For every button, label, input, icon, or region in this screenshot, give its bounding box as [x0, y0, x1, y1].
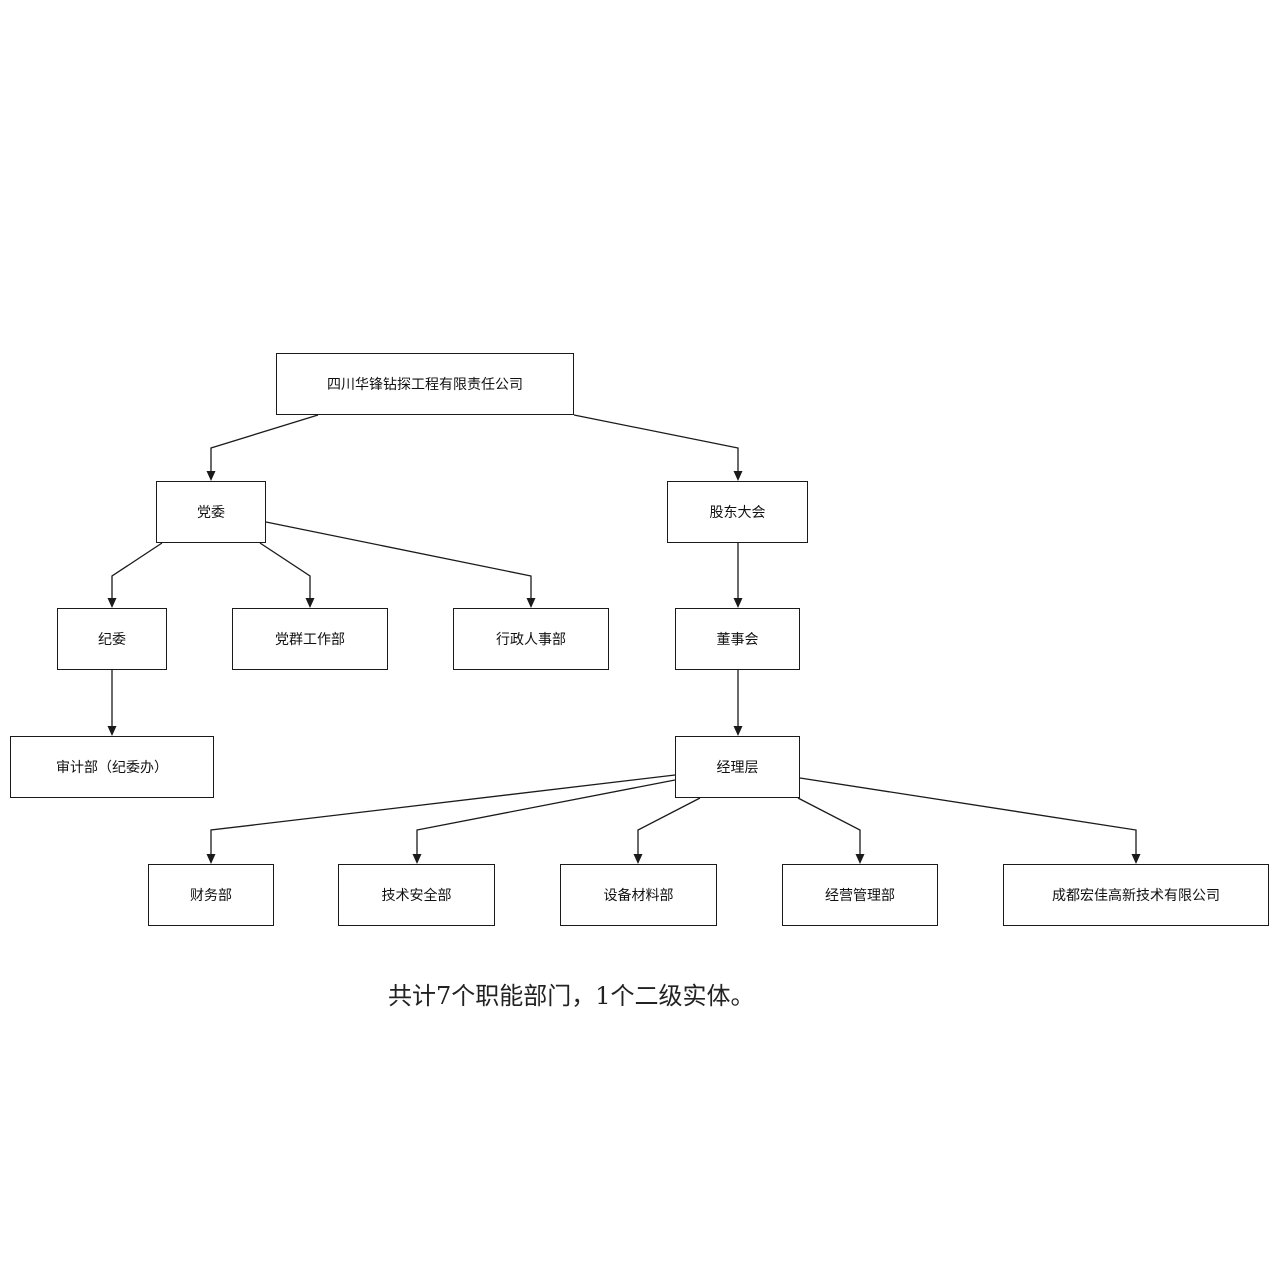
node-tech-safety-dept: 技术安全部 — [338, 864, 495, 926]
connector-management-to-finance_dept — [206, 774, 676, 864]
connector-line — [210, 414, 319, 473]
connector-shareholders_meeting-to-board_of_directors — [733, 543, 743, 608]
node-discipline-committee: 纪委 — [57, 608, 167, 670]
arrowhead-icon — [107, 598, 117, 608]
connector-management-to-operations_mgmt_dept — [797, 797, 865, 864]
connector-company-to-shareholders_meeting — [573, 414, 743, 481]
connector-line — [111, 542, 163, 600]
caption: 共计7个职能部门，1个二级实体。 — [388, 982, 755, 1010]
node-finance-dept: 财务部 — [148, 864, 274, 926]
node-management: 经理层 — [675, 736, 800, 798]
node-party-committee: 党委 — [156, 481, 266, 543]
connector-discipline_committee-to-audit_dept — [107, 670, 117, 736]
node-party-mass-work-dept: 党群工作部 — [232, 608, 388, 670]
connector-party_committee-to-admin_hr_dept — [265, 521, 536, 608]
node-shareholders-meeting: 股东大会 — [667, 481, 808, 543]
connector-line — [637, 797, 701, 856]
connector-management-to-subsidiary — [799, 777, 1141, 864]
node-equipment-materials-dept: 设备材料部 — [560, 864, 717, 926]
connector-line — [797, 797, 861, 856]
arrowhead-icon — [733, 726, 743, 736]
node-admin-hr-dept: 行政人事部 — [453, 608, 609, 670]
node-operations-mgmt-dept: 经营管理部 — [782, 864, 938, 926]
node-board-of-directors: 董事会 — [675, 608, 800, 670]
connector-party_committee-to-party_mass_work_dept — [259, 542, 315, 608]
arrowhead-icon — [206, 854, 216, 864]
arrowhead-icon — [733, 598, 743, 608]
arrowhead-icon — [305, 598, 315, 608]
arrowhead-icon — [107, 726, 117, 736]
connector-party_committee-to-discipline_committee — [107, 542, 163, 608]
arrowhead-icon — [855, 854, 865, 864]
connector-line — [416, 779, 676, 856]
connector-management-to-equipment_materials_dept — [633, 797, 701, 864]
arrowhead-icon — [526, 598, 536, 608]
arrowhead-icon — [633, 854, 643, 864]
node-company: 四川华锋钻探工程有限责任公司 — [276, 353, 574, 415]
connector-line — [259, 542, 311, 600]
arrowhead-icon — [412, 854, 422, 864]
arrowhead-icon — [733, 471, 743, 481]
connector-line — [799, 777, 1137, 856]
connector-board_of_directors-to-management — [733, 670, 743, 736]
connector-line — [210, 774, 676, 856]
connector-line — [573, 414, 739, 473]
connector-company-to-party_committee — [206, 414, 319, 481]
node-audit-dept: 审计部（纪委办） — [10, 736, 214, 798]
arrowhead-icon — [1131, 854, 1141, 864]
connector-management-to-tech_safety_dept — [412, 779, 676, 864]
arrowhead-icon — [206, 471, 216, 481]
connector-line — [265, 521, 532, 600]
node-subsidiary: 成都宏佳高新技术有限公司 — [1003, 864, 1269, 926]
